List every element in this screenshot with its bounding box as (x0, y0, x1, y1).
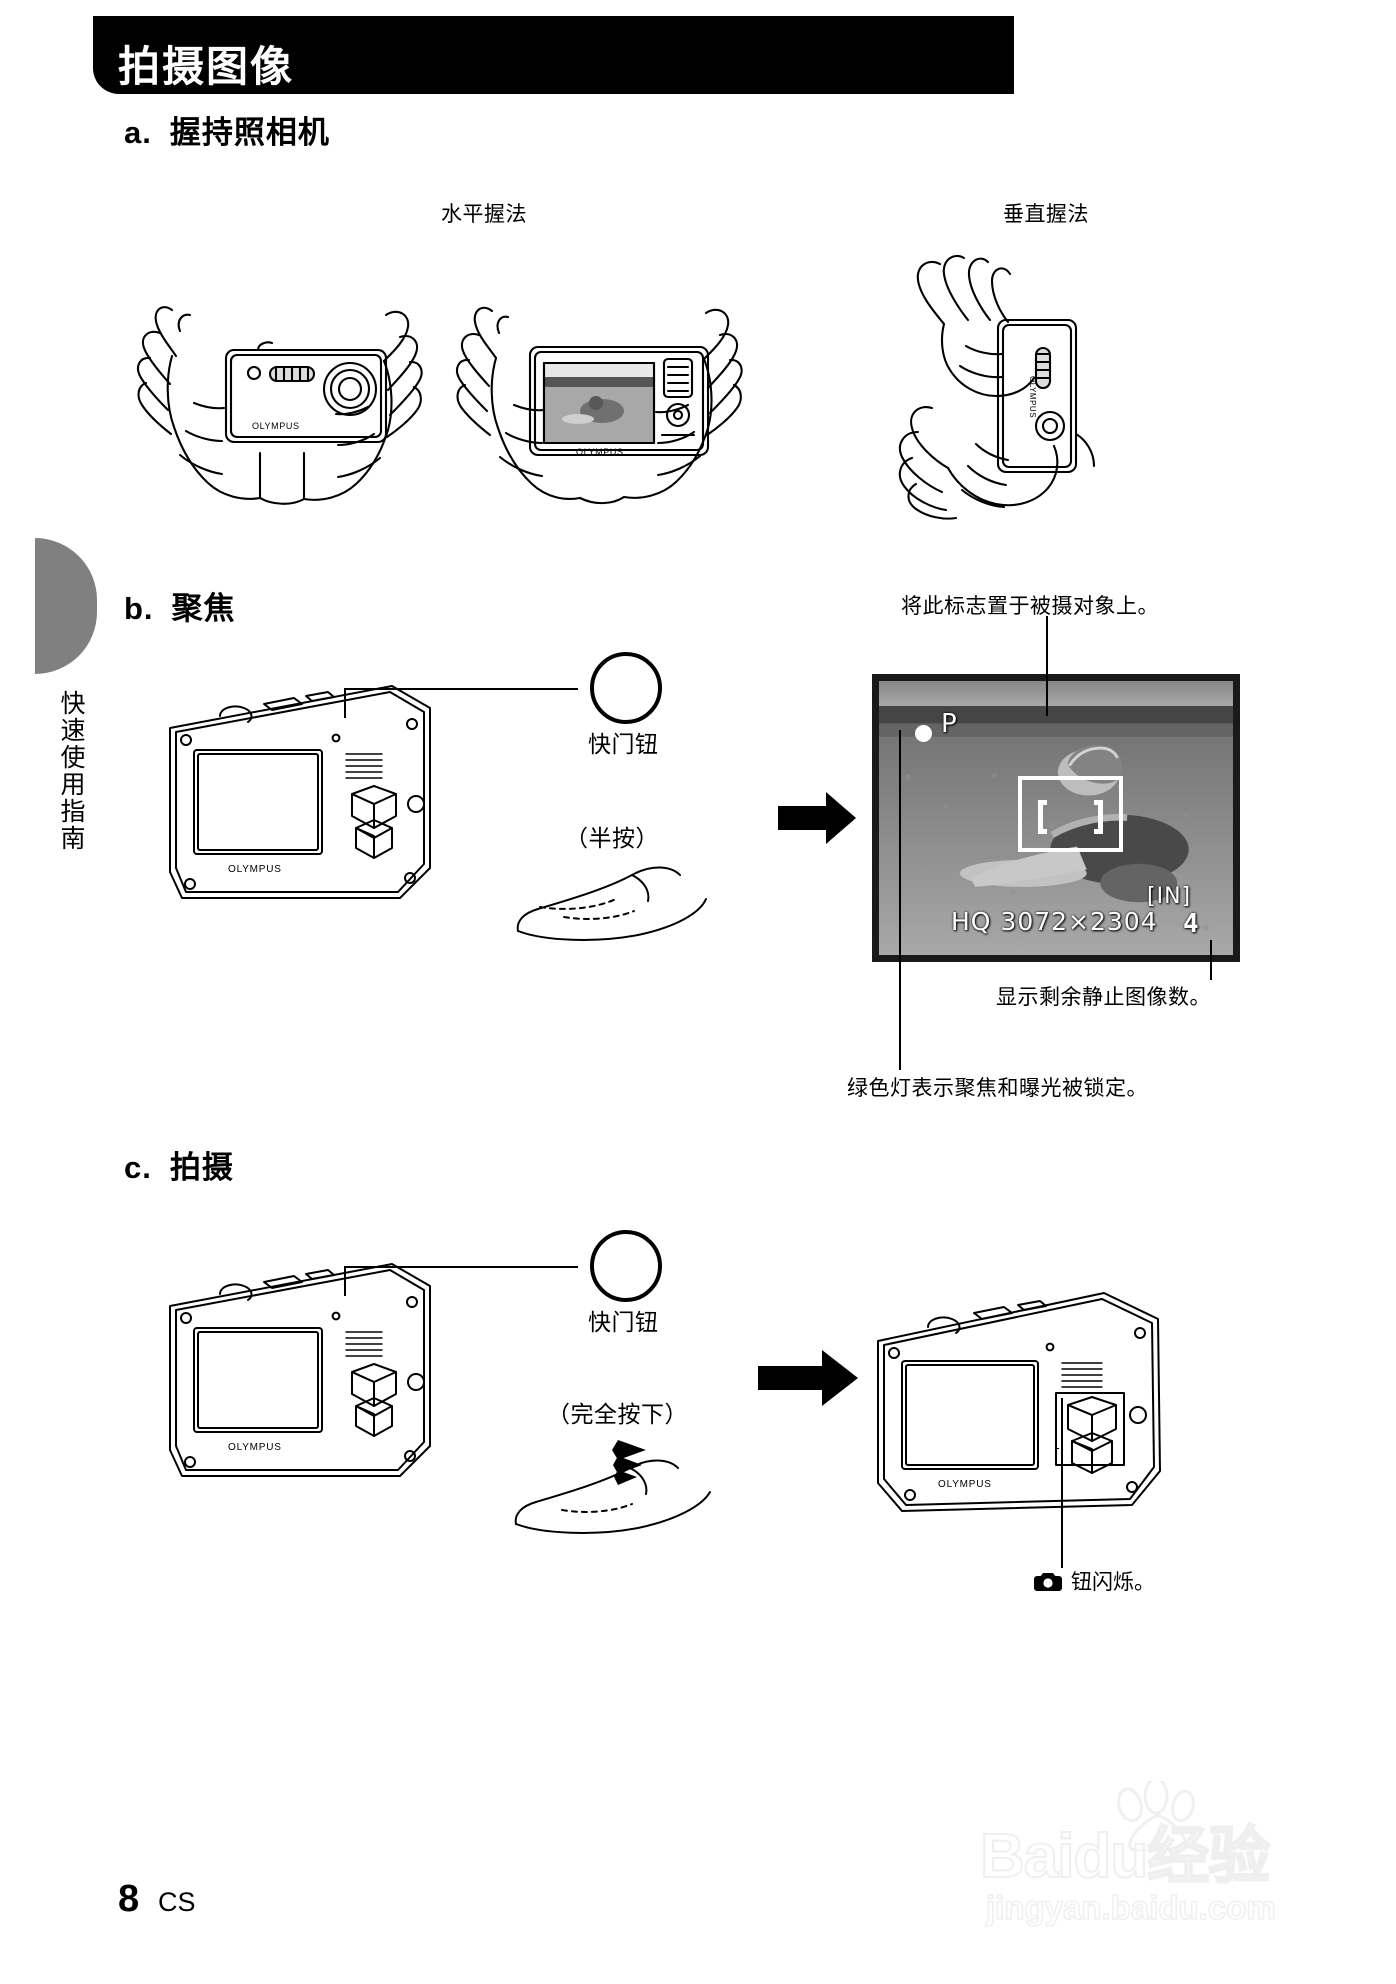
section-letter-b: b. (124, 591, 154, 626)
leader-line-af-frame (1046, 616, 1048, 716)
side-tab-label: 快速使用指南 (57, 690, 85, 852)
arrow-right-icon-c (758, 1350, 858, 1406)
lcd-photo-scene (879, 681, 1233, 955)
af-target-frame (1018, 776, 1123, 852)
baidu-watermark: Baidu经验 jingyan.baidu.com (979, 1781, 1310, 1935)
caption-full-press: （完全按下） (547, 1401, 688, 1427)
svg-text:OLYMPUS: OLYMPUS (576, 447, 624, 457)
af-bracket-left (1038, 800, 1047, 834)
illustration-finger-full-press (514, 1440, 711, 1534)
illustration-camera-rear-shoot: OLYMPUS (169, 1263, 431, 1477)
section-heading-b: b. 聚焦 (124, 583, 236, 628)
leader-blink-anchor (1057, 1448, 1059, 1449)
section-letter-a: a. (124, 115, 152, 150)
svg-text:OLYMPUS: OLYMPUS (228, 1442, 282, 1453)
green-lamp-indicator (915, 725, 932, 742)
camera-icon (1034, 1573, 1062, 1591)
section-title-c: 拍摄 (169, 1150, 234, 1185)
leader-line-shutter-b-horz (344, 688, 578, 690)
illustration-horizontal-grip-rear: OLYMPUS (137, 306, 423, 505)
watermark-main-text: Baidu经验 (979, 1821, 1271, 1892)
paw-icon (1117, 1781, 1195, 1851)
page-title: 拍摄图像 (118, 43, 295, 90)
page-number: 8 (118, 1878, 140, 1920)
section-heading-a: a. 握持照相机 (124, 107, 330, 152)
section-title-b: 聚焦 (171, 591, 236, 626)
annotation-green-lamp: 绿色灯表示聚焦和曝光被锁定。 (847, 1077, 1148, 1100)
svg-text:OLYMPUS: OLYMPUS (938, 1479, 992, 1490)
leader-line-green-lamp (899, 730, 901, 1070)
svg-text:OLYMPUS: OLYMPUS (1028, 376, 1037, 418)
section-title-a: 握持照相机 (169, 115, 330, 150)
page-region-code: CS (158, 1887, 196, 1917)
shutter-button-icon-c (590, 1230, 662, 1302)
page-header-bar (93, 16, 1014, 94)
caption-half-press: （半按） (565, 825, 659, 851)
leader-line-remaining (1210, 940, 1212, 980)
caption-shutter-button-c: 快门钮 (588, 1309, 659, 1335)
caption-horizontal-grip: 水平握法 (441, 203, 527, 226)
leader-line-blink (1061, 1398, 1063, 1568)
svg-text:OLYMPUS: OLYMPUS (228, 864, 282, 875)
annotation-mark-on-subject: 将此标志置于被摄对象上。 (901, 595, 1159, 618)
caption-shutter-button-b: 快门钮 (588, 731, 659, 757)
annotation-blink-text: 钮闪烁。 (1071, 1571, 1155, 1594)
leader-line-shutter-b-vert (344, 690, 346, 718)
lcd-preview-screen: P HQ 3072×2304 [IN] 4 (872, 674, 1240, 962)
lcd-quality-indicator: HQ 3072×2304 (951, 907, 1158, 936)
illustration-camera-rear-result: OLYMPUS (877, 1292, 1161, 1512)
shutter-button-icon-b (590, 652, 662, 724)
caption-vertical-grip: 垂直握法 (1003, 203, 1089, 226)
lcd-mode-indicator: P (941, 709, 958, 739)
leader-line-shutter-c-horz (344, 1266, 578, 1268)
lcd-memory-indicator: [IN] (1147, 884, 1192, 909)
section-heading-c: c. 拍摄 (124, 1142, 234, 1187)
af-bracket-right (1094, 800, 1103, 834)
illustration-finger-half-press (516, 866, 707, 941)
section-letter-c: c. (124, 1150, 152, 1185)
illustration-horizontal-grip-front: OLYMPUS (456, 306, 743, 505)
svg-text:OLYMPUS: OLYMPUS (252, 421, 300, 431)
watermark-sub-text: jingyan.baidu.com (985, 1888, 1276, 1927)
arrow-right-icon-b (778, 792, 856, 844)
annotation-blink-note: 钮闪烁。 (1034, 1566, 1155, 1596)
lcd-remaining-count: 4 (1183, 909, 1199, 939)
side-tab-marker (35, 538, 97, 674)
illustration-vertical-grip: OLYMPUS (898, 254, 1096, 520)
leader-line-shutter-c-vert (344, 1268, 346, 1296)
annotation-remaining-images: 显示剩余静止图像数。 (996, 986, 1211, 1009)
illustration-camera-rear-focus: OLYMPUS (169, 685, 431, 899)
